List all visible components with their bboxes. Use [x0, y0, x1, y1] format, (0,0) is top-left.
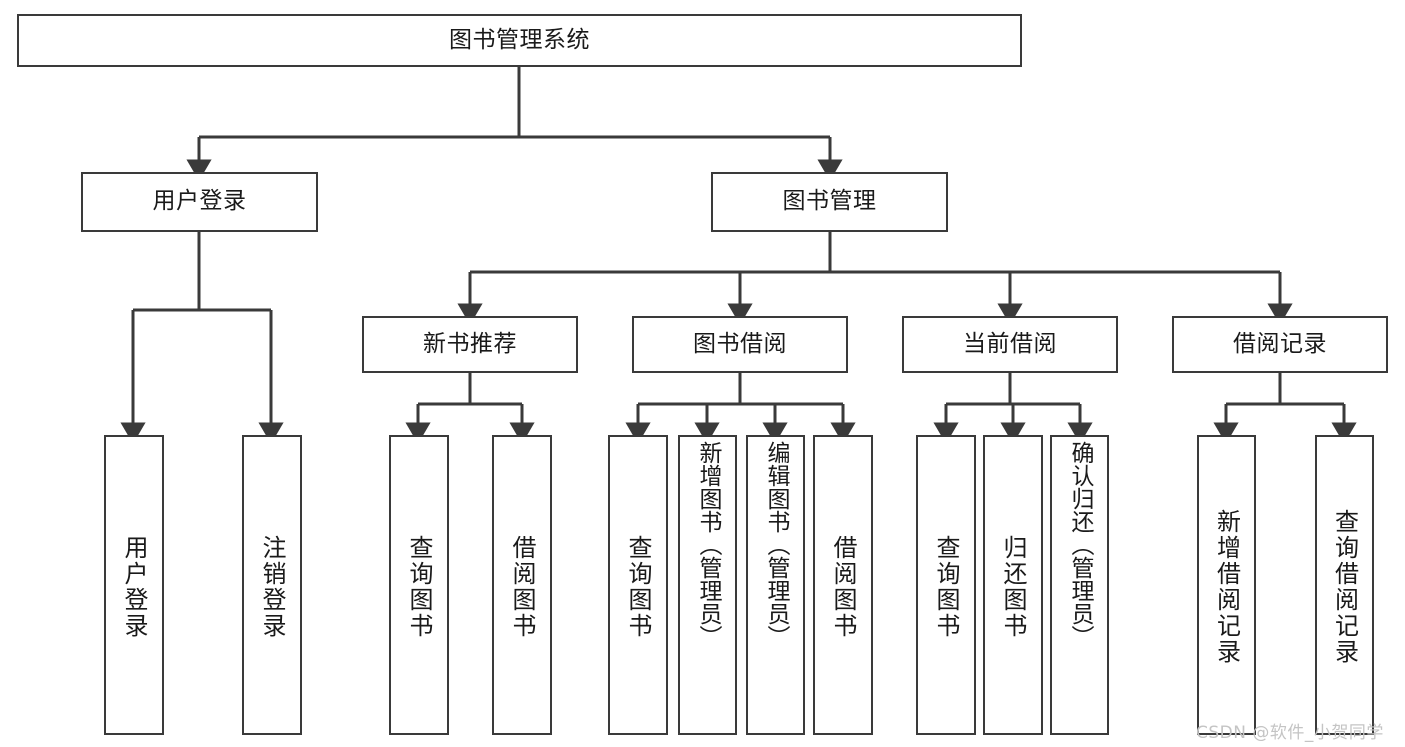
node-leaf-borrow-book-2[interactable]: 借阅图书 [813, 435, 873, 735]
node-user-login[interactable]: 用户登录 [81, 172, 318, 232]
node-current-borrow[interactable]: 当前借阅 [902, 316, 1118, 373]
node-leaf-confirm-return[interactable]: 确认归还（管理员） [1050, 435, 1109, 735]
node-leaf-edit-book-label: 编辑图书（管理员） [763, 441, 789, 648]
node-leaf-borrow-book-1-label: 借阅图书 [508, 535, 536, 639]
node-leaf-query-book-1-label: 查询图书 [405, 535, 433, 639]
node-root-label: 图书管理系统 [449, 26, 590, 53]
node-book-borrow-label: 图书借阅 [693, 330, 787, 357]
node-borrow-record-label: 借阅记录 [1233, 330, 1327, 357]
node-leaf-query-book-2[interactable]: 查询图书 [608, 435, 668, 735]
node-leaf-borrow-book-2-label: 借阅图书 [829, 535, 857, 639]
node-leaf-add-record[interactable]: 新增借阅记录 [1197, 435, 1256, 735]
node-leaf-user-login-label: 用户登录 [120, 535, 148, 639]
csdn-watermark: CSDN @软件_小贺同学 [1196, 723, 1384, 743]
node-leaf-add-record-label: 新增借阅记录 [1212, 509, 1241, 665]
node-root[interactable]: 图书管理系统 [17, 14, 1022, 67]
node-user-login-label: 用户登录 [152, 188, 247, 215]
node-leaf-query-book-2-label: 查询图书 [624, 535, 652, 639]
node-borrow-record[interactable]: 借阅记录 [1172, 316, 1388, 373]
node-leaf-add-book[interactable]: 新增图书（管理员） [678, 435, 737, 735]
node-leaf-logout-login[interactable]: 注销登录 [242, 435, 302, 735]
node-book-manage-label: 图书管理 [782, 188, 877, 215]
node-new-book-rec[interactable]: 新书推荐 [362, 316, 578, 373]
node-leaf-add-book-label: 新增图书（管理员） [695, 441, 721, 648]
node-leaf-return-book-label: 归还图书 [999, 535, 1027, 639]
node-leaf-user-login[interactable]: 用户登录 [104, 435, 164, 735]
node-leaf-borrow-book-1[interactable]: 借阅图书 [492, 435, 552, 735]
node-leaf-query-record-label: 查询借阅记录 [1330, 509, 1359, 665]
node-book-manage[interactable]: 图书管理 [711, 172, 948, 232]
node-leaf-edit-book[interactable]: 编辑图书（管理员） [746, 435, 805, 735]
node-leaf-confirm-return-label: 确认归还（管理员） [1067, 441, 1093, 648]
node-leaf-query-book-3-label: 查询图书 [932, 535, 960, 639]
node-new-book-rec-label: 新书推荐 [423, 330, 517, 357]
node-current-borrow-label: 当前借阅 [963, 330, 1057, 357]
node-leaf-query-book-3[interactable]: 查询图书 [916, 435, 976, 735]
node-leaf-return-book[interactable]: 归还图书 [983, 435, 1043, 735]
node-leaf-query-record[interactable]: 查询借阅记录 [1315, 435, 1374, 735]
node-leaf-query-book-1[interactable]: 查询图书 [389, 435, 449, 735]
node-leaf-logout-login-label: 注销登录 [258, 535, 286, 639]
node-book-borrow[interactable]: 图书借阅 [632, 316, 848, 373]
